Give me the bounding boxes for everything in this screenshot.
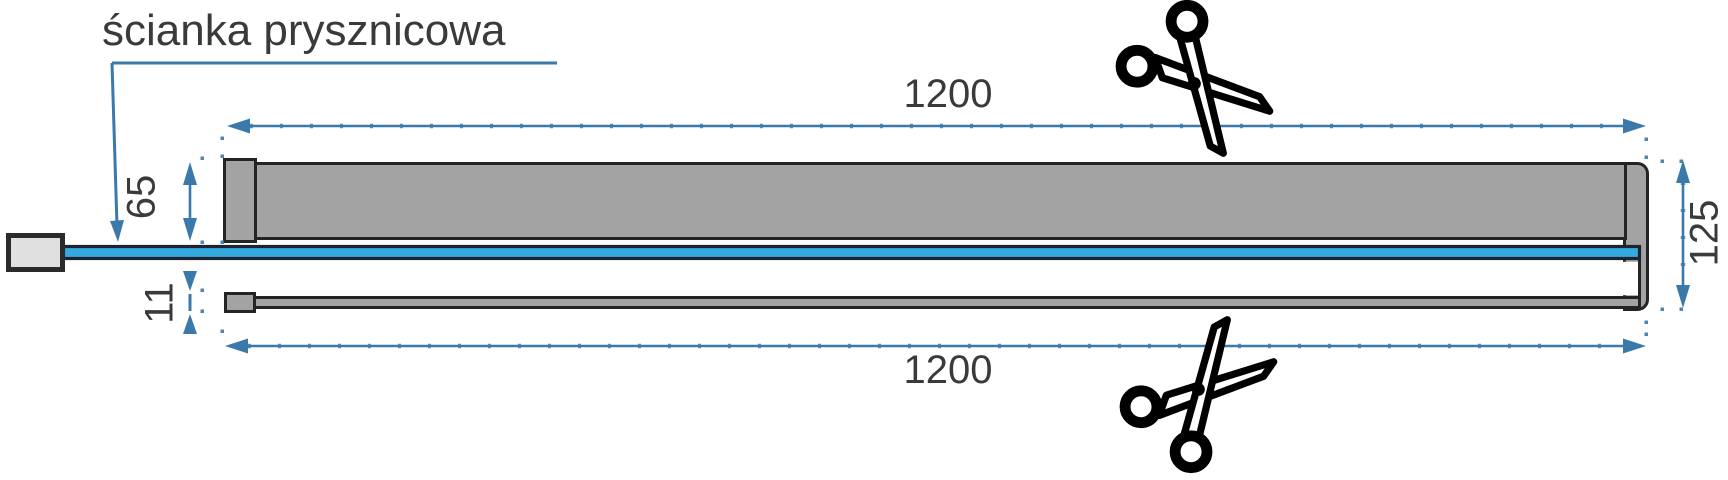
- wall-anchor-block: [6, 233, 65, 272]
- title-leader-line: [110, 61, 557, 242]
- total-height-dimension: [1676, 160, 1690, 308]
- cap-notch: [1622, 259, 1641, 297]
- bottom-length-dimension: [225, 338, 1646, 354]
- upper-profile-end-block: [223, 158, 257, 243]
- top-length-value: 1200: [903, 72, 993, 116]
- lower-profile-end-block: [224, 292, 256, 313]
- upper-height-dimension: [183, 162, 197, 241]
- bottom-length-value: 1200: [903, 348, 993, 392]
- leader-arrowhead: [110, 220, 124, 242]
- diagram-title: ścianka prysznicowa: [102, 6, 506, 55]
- glass-panel: [61, 244, 1642, 261]
- lower-profile-rail: [224, 292, 1641, 313]
- scissors-icon: [1115, 0, 1274, 157]
- scissors-icon: [1119, 316, 1278, 474]
- upper-profile-bar: [223, 158, 1627, 243]
- top-length-dimension: [227, 118, 1646, 134]
- total-height-value: 125: [1682, 199, 1727, 267]
- extension-dots: [200, 136, 1683, 336]
- upper-height-value: 65: [119, 174, 164, 220]
- lower-gap-value: 11: [137, 282, 182, 324]
- lower-gap-dimension: [183, 271, 197, 334]
